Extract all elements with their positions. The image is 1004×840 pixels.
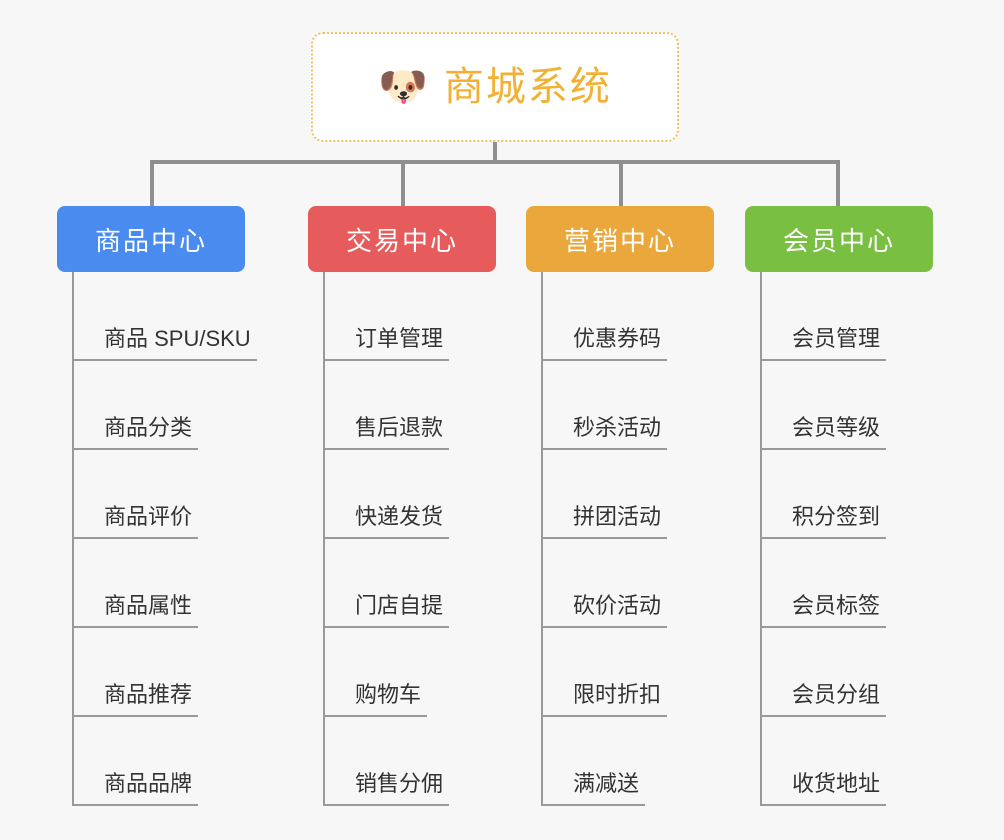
category-box-member-center[interactable]: 会员中心 — [745, 206, 933, 272]
list-item[interactable]: 商品属性 — [74, 539, 245, 628]
leaf-label: 会员等级 — [762, 410, 887, 450]
list-item[interactable]: 商品品牌 — [74, 717, 245, 806]
leaf-label: 秒杀活动 — [543, 410, 668, 450]
connector-drop-4 — [836, 160, 840, 206]
list-item[interactable]: 满减送 — [543, 717, 714, 806]
leaf-label: 会员管理 — [762, 321, 887, 361]
list-item[interactable]: 商品评价 — [74, 450, 245, 539]
list-item[interactable]: 收货地址 — [762, 717, 933, 806]
branch-trade-center: 交易中心 订单管理 售后退款 快递发货 门店自提 购物车 销售分佣 — [308, 206, 496, 806]
list-item[interactable]: 售后退款 — [325, 361, 496, 450]
category-label: 交易中心 — [345, 225, 458, 256]
list-item[interactable]: 拼团活动 — [543, 450, 714, 539]
leaf-label: 门店自提 — [325, 588, 450, 628]
leaf-list-product-center: 商品 SPU/SKU 商品分类 商品评价 商品属性 商品推荐 商品品牌 — [72, 272, 257, 806]
connector-drop-2 — [401, 160, 405, 206]
leaf-label: 商品品牌 — [74, 766, 199, 806]
leaf-label: 砍价活动 — [543, 588, 668, 628]
list-item[interactable]: 会员管理 — [762, 272, 933, 361]
list-item[interactable]: 会员等级 — [762, 361, 933, 450]
list-item[interactable]: 会员标签 — [762, 539, 933, 628]
list-item[interactable]: 订单管理 — [325, 272, 496, 361]
branch-product-center: 商品中心 商品 SPU/SKU 商品分类 商品评价 商品属性 商品推荐 商品品牌 — [57, 206, 257, 806]
leaf-label: 销售分佣 — [325, 766, 450, 806]
leaf-label: 商品属性 — [74, 588, 199, 628]
branch-member-center: 会员中心 会员管理 会员等级 积分签到 会员标签 会员分组 收货地址 — [745, 206, 933, 806]
category-box-marketing-center[interactable]: 营销中心 — [526, 206, 714, 272]
list-item[interactable]: 限时折扣 — [543, 628, 714, 717]
list-item[interactable]: 商品 SPU/SKU — [74, 272, 257, 361]
connector-root-stem — [493, 142, 497, 164]
dog-face-icon: 🐶 — [378, 65, 428, 109]
leaf-label: 限时折扣 — [543, 677, 668, 717]
category-label: 商品中心 — [94, 225, 207, 256]
leaf-label: 积分签到 — [762, 499, 887, 539]
root-node-title: 商城系统 — [443, 65, 612, 109]
leaf-label: 商品 SPU/SKU — [74, 321, 257, 361]
connector-horizontal-bus — [150, 160, 840, 164]
leaf-list-trade-center: 订单管理 售后退款 快递发货 门店自提 购物车 销售分佣 — [323, 272, 496, 806]
leaf-label: 会员分组 — [762, 677, 887, 717]
root-node-mall-system[interactable]: 🐶 商城系统 — [311, 32, 679, 142]
list-item[interactable]: 优惠券码 — [543, 272, 714, 361]
list-item[interactable]: 商品推荐 — [74, 628, 245, 717]
list-item[interactable]: 销售分佣 — [325, 717, 496, 806]
leaf-label: 购物车 — [325, 677, 428, 717]
list-item[interactable]: 积分签到 — [762, 450, 933, 539]
leaf-label: 拼团活动 — [543, 499, 668, 539]
category-box-trade-center[interactable]: 交易中心 — [308, 206, 496, 272]
leaf-list-marketing-center: 优惠券码 秒杀活动 拼团活动 砍价活动 限时折扣 满减送 — [541, 272, 714, 806]
leaf-label: 售后退款 — [325, 410, 450, 450]
leaf-label: 商品评价 — [74, 499, 199, 539]
leaf-list-member-center: 会员管理 会员等级 积分签到 会员标签 会员分组 收货地址 — [760, 272, 933, 806]
leaf-label: 商品分类 — [74, 410, 199, 450]
leaf-label: 快递发货 — [325, 499, 450, 539]
leaf-label: 优惠券码 — [543, 321, 668, 361]
list-item[interactable]: 商品分类 — [74, 361, 245, 450]
leaf-label: 订单管理 — [325, 321, 450, 361]
leaf-label: 会员标签 — [762, 588, 887, 628]
list-item[interactable]: 快递发货 — [325, 450, 496, 539]
leaf-label: 满减送 — [543, 766, 646, 806]
connector-drop-3 — [619, 160, 623, 206]
list-item[interactable]: 门店自提 — [325, 539, 496, 628]
category-label: 会员中心 — [782, 225, 895, 256]
leaf-label: 商品推荐 — [74, 677, 199, 717]
list-item[interactable]: 购物车 — [325, 628, 496, 717]
list-item[interactable]: 会员分组 — [762, 628, 933, 717]
list-item[interactable]: 秒杀活动 — [543, 361, 714, 450]
leaf-label: 收货地址 — [762, 766, 887, 806]
connector-drop-1 — [150, 160, 154, 206]
category-box-product-center[interactable]: 商品中心 — [57, 206, 245, 272]
branch-marketing-center: 营销中心 优惠券码 秒杀活动 拼团活动 砍价活动 限时折扣 满减送 — [526, 206, 714, 806]
category-label: 营销中心 — [563, 225, 676, 256]
list-item[interactable]: 砍价活动 — [543, 539, 714, 628]
